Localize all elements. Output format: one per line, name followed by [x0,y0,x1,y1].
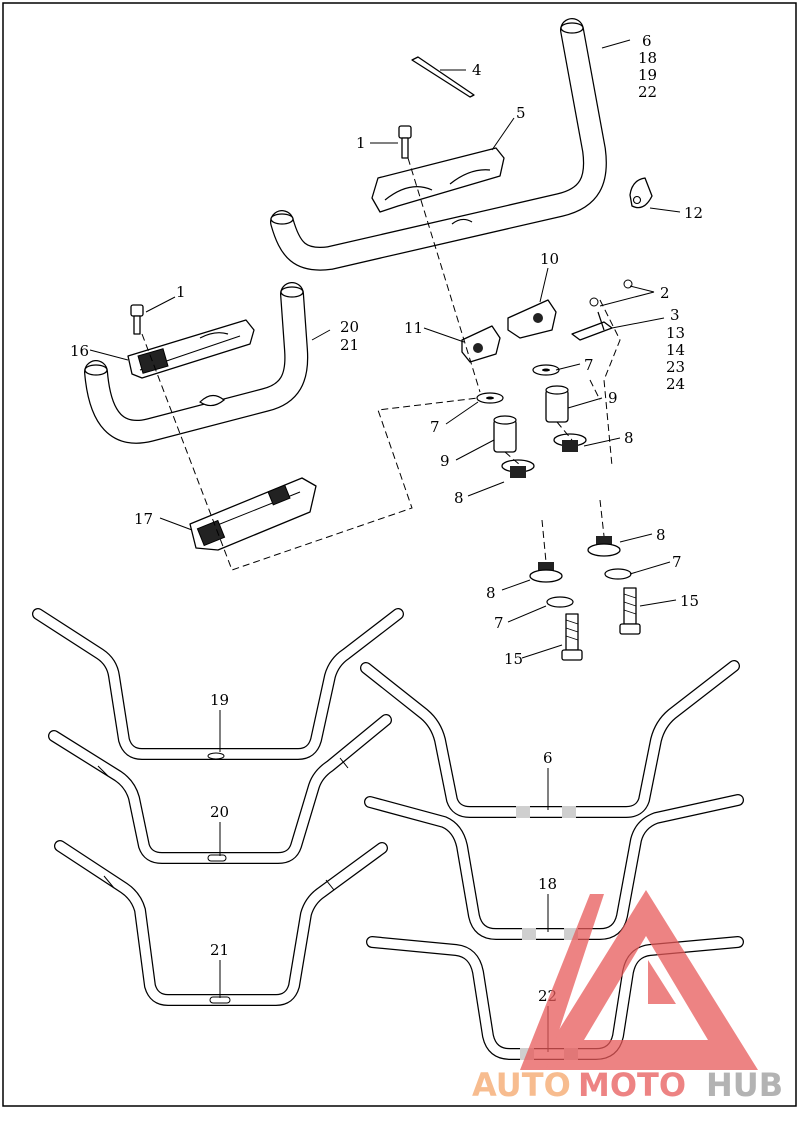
handlebar-18 [364,794,744,940]
leaders [89,39,681,659]
bushings-upper [501,433,587,478]
watermark-logo: AUTO MOTO HUB [472,890,783,1104]
washers-upper [476,364,560,404]
callout-8-c: 8 [656,526,666,544]
callout-12: 12 [684,204,703,222]
upper-clamp-16 [127,319,255,379]
callout-9-b: 9 [440,452,450,470]
handlebar-top [270,18,607,271]
bracket-3 [571,311,613,341]
upper-clamp-top [371,147,505,213]
screw-left [130,304,144,335]
watermark-text-moto: MOTO [578,1066,686,1104]
callout-2: 2 [660,284,670,302]
callout-1-left: 1 [176,283,186,301]
callout-11: 11 [404,319,423,337]
watermark-text-auto: AUTO [472,1066,571,1104]
callout-15-a: 15 [680,592,699,610]
callout-5: 5 [516,104,526,122]
callout-1-top: 1 [356,134,366,152]
callout-7-a: 7 [584,356,594,374]
riser-11 [461,325,501,363]
callout-3: 3 [670,306,680,324]
callout-bar-20: 20 [210,803,229,821]
cable-tie [411,56,475,98]
assembly-lines [141,157,621,571]
callout-16: 16 [70,342,89,360]
callout-8-d: 8 [486,584,496,602]
callout-14: 14 [666,341,685,359]
handlebar-21 [54,840,388,1006]
callout-bar-6: 6 [543,749,553,767]
callout-bar-18: 18 [538,875,557,893]
callout-13: 13 [666,324,685,342]
riser-10 [507,299,557,339]
handlebar-20 [48,714,392,864]
callout-21: 21 [340,336,359,354]
callout-8-b: 8 [454,489,464,507]
callout-7-b: 7 [430,418,440,436]
callout-23: 23 [666,358,685,376]
watermark-text-hub: HUB [706,1066,783,1104]
callout-18-top: 18 [638,49,657,67]
callout-10: 10 [540,250,559,268]
callout-9-a: 9 [608,389,618,407]
watermark-triangle-icon [534,890,758,1070]
bushings-lower [529,536,621,583]
callout-bar-21: 21 [210,941,229,959]
lower-clamp-17 [189,477,317,551]
callout-24: 24 [666,375,685,393]
spacers [493,385,569,453]
screw-top [398,125,412,159]
callout-17: 17 [134,510,153,528]
callout-15-b: 15 [504,650,523,668]
handlebar-19 [32,608,404,760]
callout-4: 4 [472,61,482,79]
handlebar-left [84,282,309,444]
diagram-frame [2,2,797,1107]
washers-lower [546,568,632,608]
callout-8-a: 8 [624,429,634,447]
callout-7-c: 7 [672,553,682,571]
callout-bar-19: 19 [210,691,229,709]
callout-22-top: 22 [638,83,657,101]
callout-6: 6 [642,32,652,50]
callout-19-top: 19 [638,66,657,84]
handlebar-6 [360,660,740,818]
clip [629,177,653,209]
bolts [561,587,641,661]
screws-2 [589,279,633,307]
callout-7-d: 7 [494,614,504,632]
callout-20: 20 [340,318,359,336]
